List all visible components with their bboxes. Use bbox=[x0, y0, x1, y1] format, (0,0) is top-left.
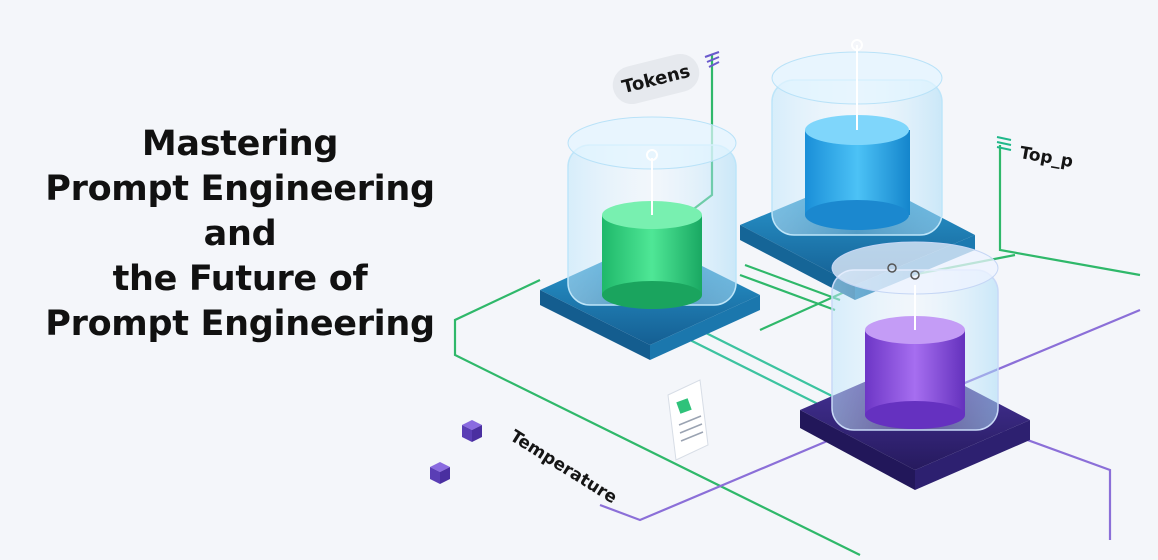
wire-connector-1 bbox=[699, 329, 841, 401]
purple-server-icon bbox=[800, 241, 1030, 490]
title-line-2: Prompt Engineering bbox=[45, 169, 435, 209]
title-line-5: Prompt Engineering bbox=[45, 304, 435, 344]
label-tokens: Tokens bbox=[612, 51, 720, 105]
wire-purple-1 bbox=[599, 308, 1141, 522]
wire-connector-3 bbox=[744, 263, 841, 302]
label-top-p-text: Top_p bbox=[1018, 143, 1075, 172]
title-line-3: and bbox=[203, 214, 277, 254]
wire-group bbox=[453, 55, 1141, 556]
green-server-icon bbox=[540, 116, 760, 360]
wire-purple-2 bbox=[999, 428, 1112, 540]
wire-top-p bbox=[998, 145, 1141, 277]
label-temperature-text: Temperature bbox=[506, 426, 620, 508]
blue-server-icon bbox=[740, 39, 975, 300]
wire-connector-4 bbox=[739, 273, 836, 312]
wire-connector-2 bbox=[689, 339, 831, 411]
label-temperature: Temperature bbox=[506, 426, 620, 508]
cube-icon bbox=[430, 462, 450, 484]
signal-icon bbox=[704, 51, 720, 68]
label-top-p: Top_p bbox=[996, 136, 1075, 172]
wire-left-loop bbox=[453, 279, 861, 556]
document-icon bbox=[667, 379, 709, 461]
title-line-1: Mastering bbox=[141, 124, 339, 164]
cube-icon bbox=[462, 420, 482, 442]
title-line-4: the Future of bbox=[112, 259, 368, 299]
signal-icon bbox=[996, 136, 1012, 151]
page-title: Mastering Prompt Engineering and the Fut… bbox=[30, 122, 450, 347]
